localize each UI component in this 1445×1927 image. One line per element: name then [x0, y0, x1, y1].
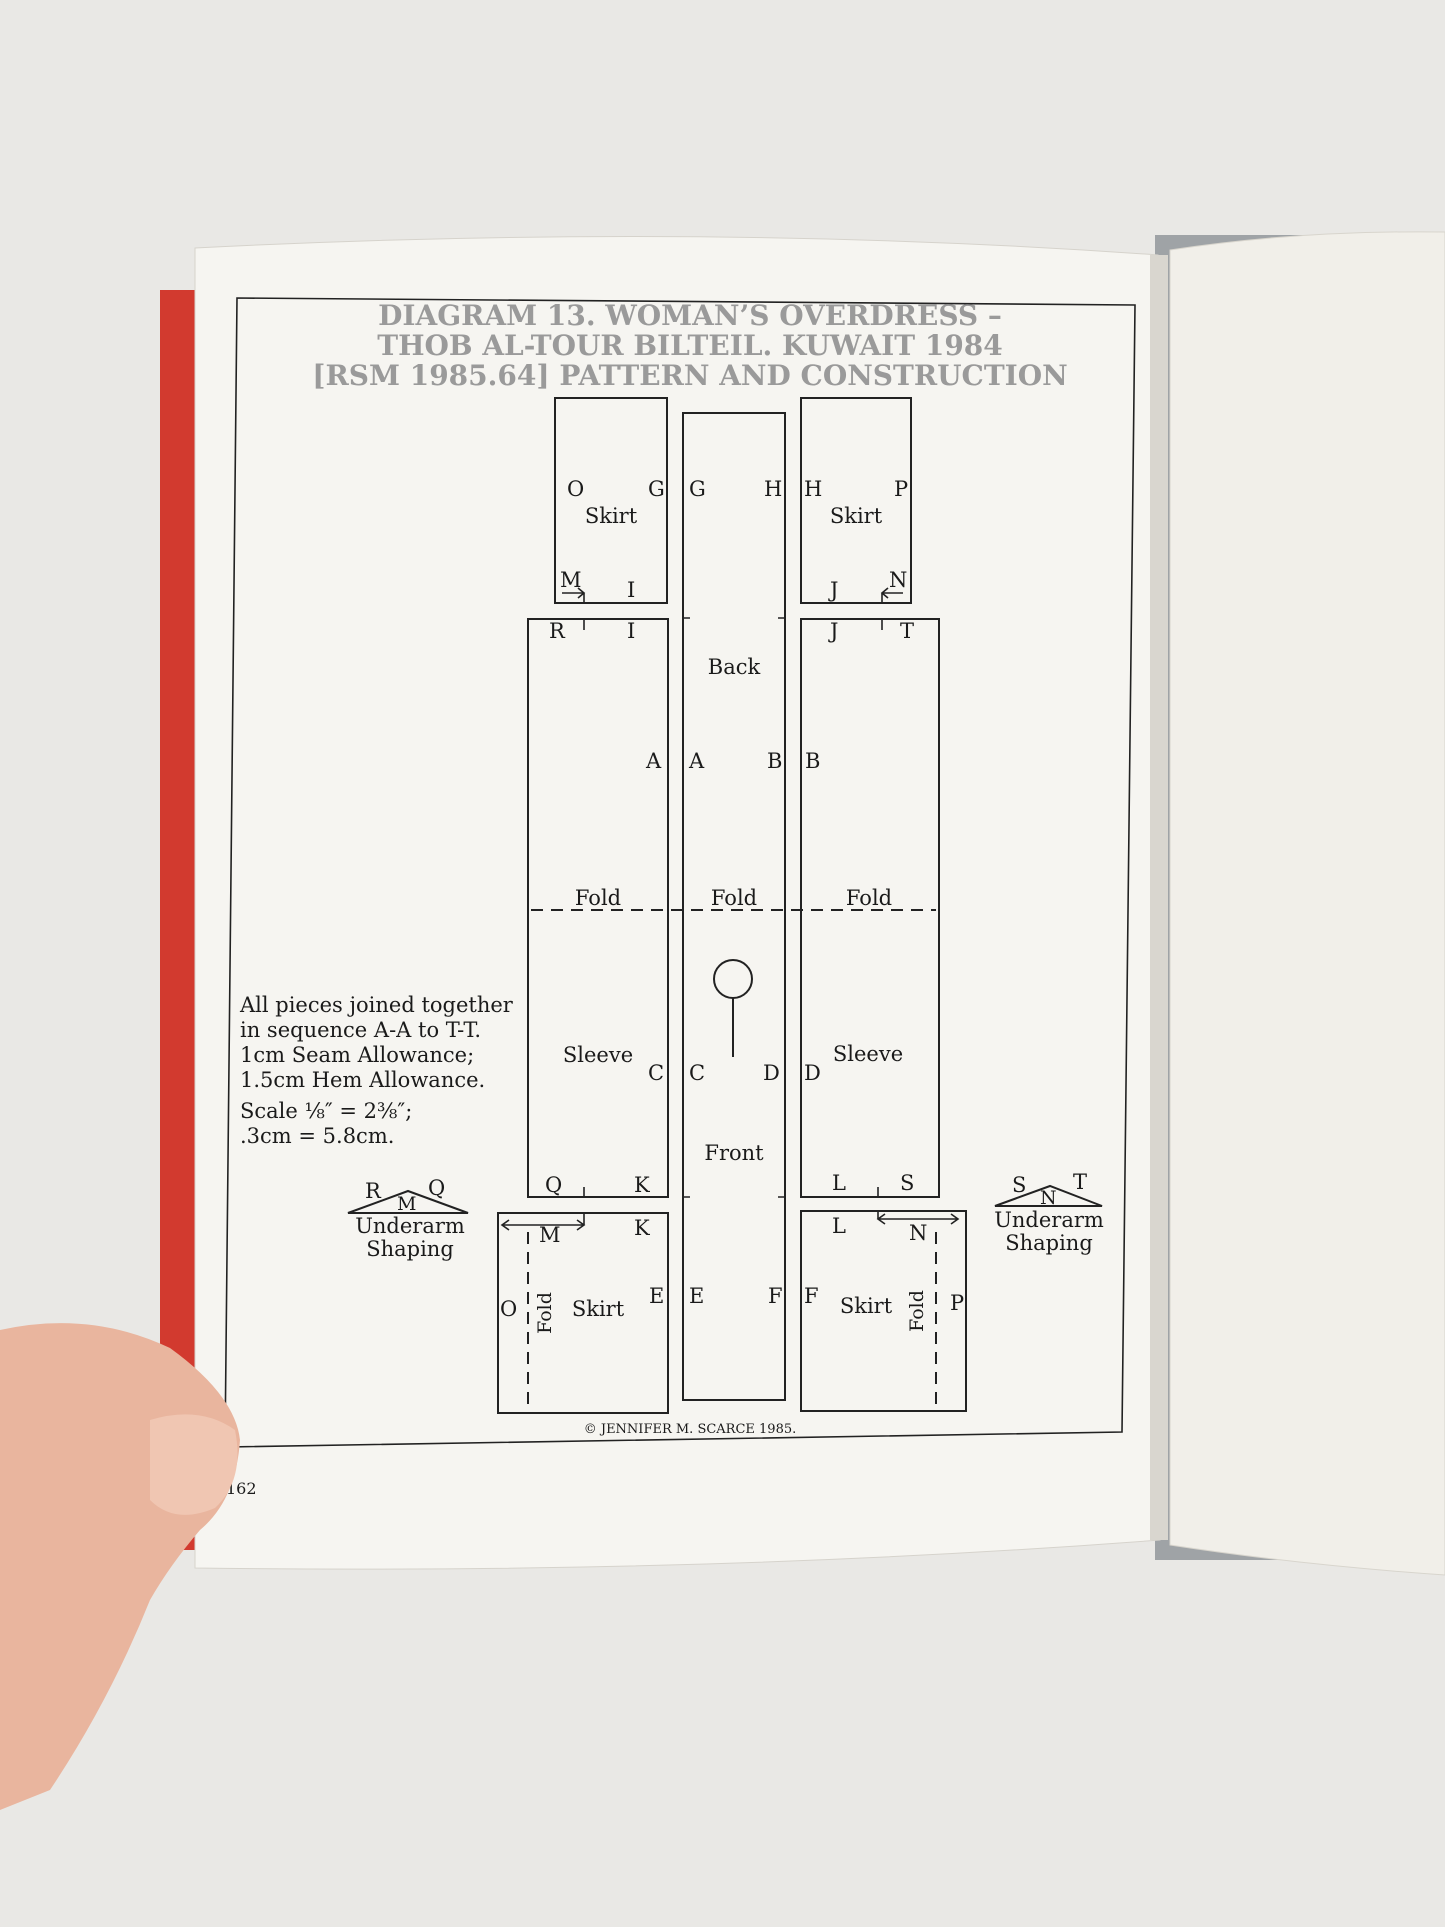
diagram-frame: [224, 297, 1136, 1448]
note-scale-2: .3cm = 5.8cm.: [240, 1124, 394, 1148]
note-line-1: All pieces joined together: [239, 993, 514, 1017]
letter-G-right: G: [689, 477, 706, 501]
back-front-piece: [682, 412, 786, 1401]
left-sleeve-fold-label: Fold: [575, 886, 621, 910]
upper-left-skirt-label: Skirt: [585, 504, 638, 528]
letter-S-sleeve: S: [900, 1171, 914, 1195]
letter-N-top: N: [889, 568, 907, 592]
letter-F-left: F: [768, 1284, 783, 1308]
letter-H-left: H: [764, 477, 782, 501]
left-sleeve-piece: [527, 618, 669, 1198]
letter-D-right: D: [804, 1061, 821, 1085]
letter-H-right: H: [804, 477, 822, 501]
letter-O-bottom: O: [500, 1297, 517, 1321]
letter-Q-sleeve: Q: [545, 1173, 562, 1197]
arrow-N-P: [876, 1211, 960, 1225]
letter-B-right: B: [805, 749, 820, 773]
lower-right-skirt-label: Skirt: [840, 1294, 893, 1318]
title-line-1: DIAGRAM 13. WOMAN’S OVERDRESS –: [378, 299, 1002, 332]
note-line-4: 1.5cm Hem Allowance.: [240, 1068, 485, 1092]
title-line-2: THOB AL-TOUR BILTEIL. KUWAIT 1984: [377, 329, 1003, 362]
left-underarm-diagram: R Q M Underarm Shaping: [347, 1176, 469, 1261]
thumb-image: [150, 1414, 238, 1515]
shoulder-marks: [683, 617, 785, 1198]
letter-J-top: J: [828, 578, 838, 602]
right-underarm-line-2: Shaping: [1005, 1231, 1093, 1255]
letter-R-shaping: R: [365, 1179, 382, 1203]
letter-O-top: O: [567, 477, 584, 501]
letter-C-right: C: [689, 1061, 705, 1085]
letter-T-shaping: T: [1073, 1170, 1087, 1194]
title-line-3: [RSM 1985.64] PATTERN AND CONSTRUCTION: [312, 359, 1068, 392]
upper-left-skirt-piece: [554, 397, 668, 604]
center-fold-label: Fold: [711, 886, 757, 910]
arrow-M: [562, 587, 586, 603]
letter-M-bottom: M: [539, 1223, 561, 1247]
note-scale-1: Scale ⅛″ = 2⅜″;: [240, 1099, 412, 1123]
letter-P-top: P: [894, 477, 908, 501]
letter-G-left: G: [648, 477, 665, 501]
letter-I-top: I: [627, 578, 635, 602]
left-page: [194, 236, 1161, 1570]
copyright: © JENNIFER M. SCARCE 1985.: [584, 1422, 797, 1437]
note-line-2: in sequence A-A to T-T.: [240, 1018, 481, 1042]
arrow-O-M: [500, 1213, 586, 1231]
book-cover-red: [160, 290, 200, 1550]
left-underarm-line-1: Underarm: [355, 1214, 465, 1238]
right-page: [1169, 231, 1445, 1576]
letter-L-bottom: L: [832, 1214, 846, 1238]
letter-M-top: M: [560, 568, 582, 592]
letter-T-sleeve: T: [900, 619, 914, 643]
letter-P-bottom: P: [950, 1291, 964, 1315]
lower-left-skirt-label: Skirt: [572, 1297, 625, 1321]
front-label: Front: [704, 1141, 764, 1165]
note-line-3: 1cm Seam Allowance;: [240, 1043, 474, 1067]
letter-A-left: A: [645, 749, 662, 773]
right-skirt-fold-label: Fold: [906, 1290, 928, 1332]
upper-right-skirt-piece: [800, 397, 912, 604]
lower-left-skirt-piece: [497, 1212, 669, 1414]
page-gutter: [1150, 255, 1168, 1540]
back-label: Back: [708, 655, 761, 679]
letter-Q-shaping: Q: [428, 1176, 445, 1200]
lower-right-skirt-piece: [800, 1210, 967, 1412]
letter-E-left: E: [649, 1284, 664, 1308]
letter-B-left: B: [767, 749, 782, 773]
letter-S-shaping: S: [1012, 1173, 1026, 1197]
letter-E-right: E: [689, 1284, 704, 1308]
arrow-N: [880, 587, 903, 603]
right-underarm-line-1: Underarm: [994, 1208, 1104, 1232]
right-sleeve-label: Sleeve: [833, 1042, 903, 1066]
letter-J-sleeve: J: [828, 619, 838, 643]
right-sleeve-piece: [800, 618, 940, 1198]
upper-right-skirt-label: Skirt: [830, 504, 883, 528]
letter-N-shaping: N: [1040, 1187, 1057, 1209]
letter-M-shaping: M: [397, 1193, 416, 1215]
left-skirt-fold-label: Fold: [534, 1292, 556, 1334]
left-sleeve-label: Sleeve: [563, 1043, 633, 1067]
letter-L-sleeve: L: [832, 1171, 846, 1195]
left-underarm-line-2: Shaping: [366, 1237, 454, 1261]
letter-K-bottom: K: [634, 1216, 650, 1240]
letter-C-left: C: [648, 1061, 664, 1085]
page-number: 162: [226, 1479, 257, 1498]
right-underarm-diagram: S T N Underarm Shaping: [994, 1170, 1104, 1255]
letter-R-sleeve: R: [549, 619, 566, 643]
letter-N-bottom: N: [909, 1221, 927, 1245]
letter-D-left: D: [763, 1061, 780, 1085]
letter-K-sleeve: K: [634, 1173, 650, 1197]
right-sleeve-fold-label: Fold: [846, 886, 892, 910]
letter-I-sleeve: I: [627, 619, 635, 643]
letter-A-right: A: [688, 749, 705, 773]
letter-F-right: F: [804, 1284, 819, 1308]
